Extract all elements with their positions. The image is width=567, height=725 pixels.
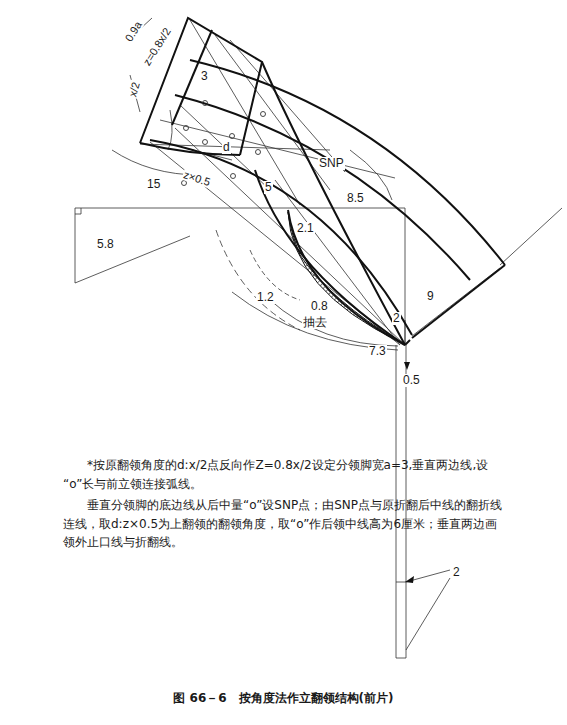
dimension-label: 2 [392,312,401,325]
dimension-label: 3 [200,70,209,83]
explanatory-note: *按原翻领角度的d:x/2点反向作Z=0.8x/2设定分领脚宽a=3,垂直两边线… [62,456,504,493]
dimension-label: SNP [318,157,345,170]
dimension-label: 1.2 [256,291,275,304]
figure-caption: 图 66－6 按角度法作立翻领结构(前片) [173,690,393,707]
dimension-label: 抽去 [302,316,328,329]
dimension-label: 2 [452,566,461,579]
dimension-label: 5.8 [96,238,115,251]
dimension-label: 7.3 [368,345,387,358]
construction-lines [75,18,562,658]
dimension-label: 0.5 [402,374,421,387]
dimension-label: x/2 [126,80,142,99]
dimension-label: 8.5 [346,192,365,205]
dimension-label: 15 [146,178,161,191]
dimension-label: z=0.8x/2 [140,25,174,69]
removed-crescent [288,212,400,342]
explanatory-note: 垂直分领脚的底边线从后中量“o”设SNP点；由SNP点与原折翻后中线的翻折线连线… [62,496,504,552]
dimension-arrows [404,362,414,583]
dimension-label: 2.1 [296,222,315,235]
dimension-label: z×0.5 [181,168,213,189]
dimension-label: 0.9a [122,18,145,44]
dimension-label: 9 [426,290,435,303]
dimension-label: 0.8 [310,300,329,313]
dimension-label: d [222,141,231,154]
collar-outline [140,18,505,345]
dimension-label: 5 [264,181,273,194]
